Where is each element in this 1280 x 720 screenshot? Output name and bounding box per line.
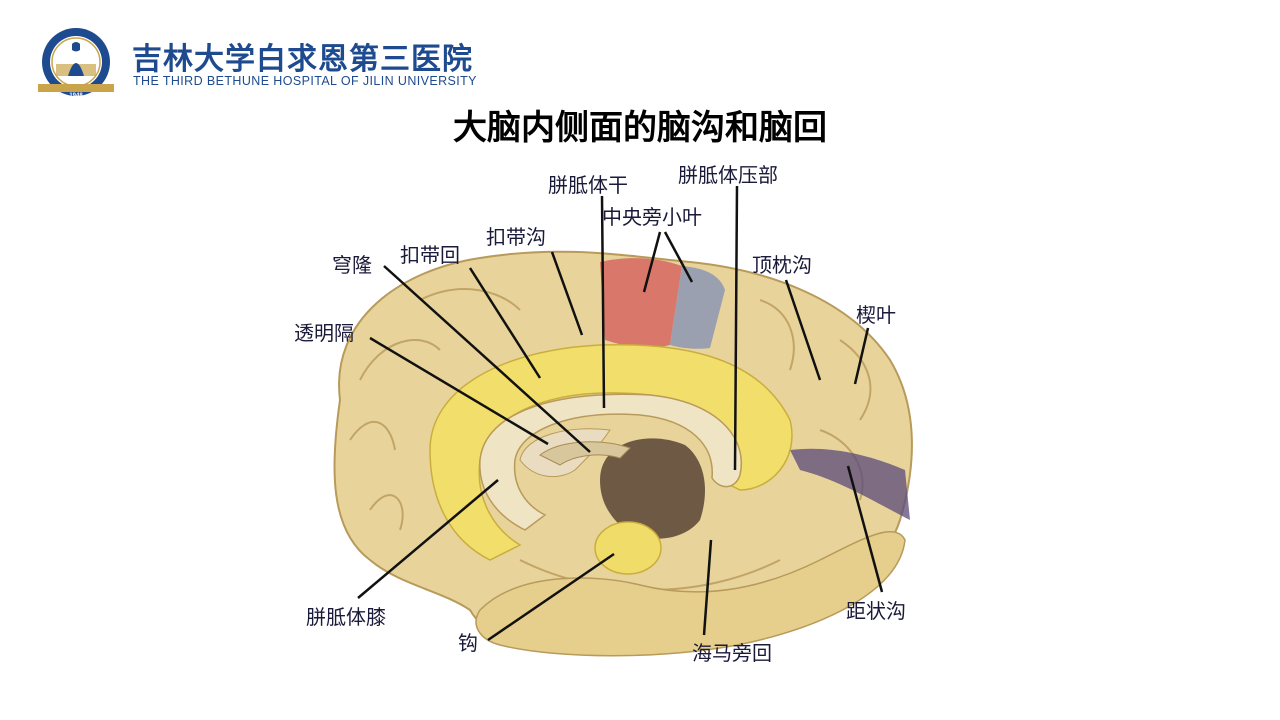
paracentral-lobule-red [600,258,682,348]
brain-medial-surface-diagram: 胼胝体干 胼胝体压部 中央旁小叶 扣带沟 穹隆 扣带回 顶枕沟 楔叶 透明隔 胼… [270,160,970,705]
label-paracentral-lobule: 中央旁小叶 [602,205,702,229]
label-precuneus: 楔叶 [856,303,896,327]
thalamus-cavity [600,438,705,539]
label-calcarine-sulcus: 距状沟 [846,599,906,623]
paracentral-lobule-gray [670,266,725,349]
label-corpus-callosum-splenium: 胼胝体压部 [678,163,778,187]
hospital-header: 1948 吉林大学白求恩第三医院 THE THIRD BETHUNE HOSPI… [36,26,496,102]
calcarine-region [790,448,910,520]
label-fornix: 穹隆 [332,253,372,277]
hospital-emblem-icon: 1948 [38,28,114,99]
label-uncus: 钩 [458,631,478,655]
label-parieto-occipital-sulcus: 顶枕沟 [752,253,812,277]
hospital-name-cn: 吉林大学白求恩第三医院 [132,42,473,77]
slide-title: 大脑内侧面的脑沟和脑回 [453,108,827,148]
uncus [594,521,662,575]
logo-year: 1948 [69,93,83,99]
label-corpus-callosum-trunk: 胼胝体干 [548,173,628,197]
leader-lines [357,185,884,642]
hospital-name-en: THE THIRD BETHUNE HOSPITAL OF JILIN UNIV… [133,74,477,88]
label-corpus-callosum-genu: 胼胝体膝 [306,605,386,629]
corpus-callosum [479,393,742,531]
parahippocampal-gyrus [475,531,906,657]
label-septum-pellucidum: 透明隔 [294,321,354,345]
fornix [539,441,631,466]
label-cingulate-gyrus: 扣带回 [400,243,460,267]
label-cingulate-sulcus: 扣带沟 [486,225,546,249]
label-parahippocampal-gyrus: 海马旁回 [692,641,772,665]
